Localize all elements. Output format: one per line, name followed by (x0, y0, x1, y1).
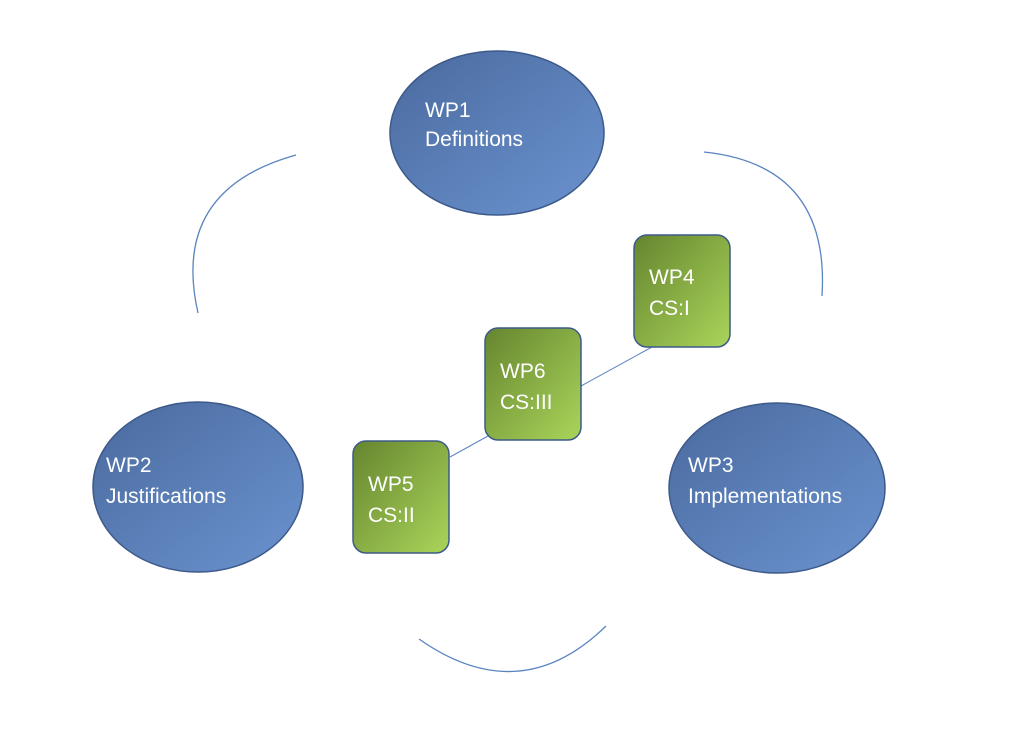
wp4-box (633, 234, 731, 348)
node-wp2[interactable]: WP2 Justifications (92, 401, 304, 573)
node-wp3[interactable]: WP3 Implementations (668, 402, 886, 574)
wp1-title: WP1 (425, 99, 471, 122)
wp6-subtitle: CS:III (500, 391, 553, 414)
wp4-title: WP4 (649, 266, 695, 289)
cycle-arc-top-left (192, 154, 297, 314)
wp3-subtitle: Implementations (688, 485, 842, 508)
wp5-title: WP5 (368, 473, 414, 496)
wp2-title: WP2 (106, 454, 152, 477)
wp5-box (352, 440, 450, 554)
cycle-arc-bottom (418, 625, 607, 673)
wp3-title: WP3 (688, 454, 734, 477)
wp2-ellipse (92, 401, 304, 573)
wp2-subtitle: Justifications (106, 485, 226, 508)
node-wp1[interactable]: WP1 Definitions (389, 50, 605, 216)
wp1-ellipse (389, 50, 605, 216)
connector-wp4-wp6 (580, 346, 653, 387)
wp6-box (484, 327, 582, 441)
connector-wp6-wp5 (449, 435, 489, 458)
cycle-arc-top-right (703, 151, 824, 297)
wp6-title: WP6 (500, 360, 546, 383)
wp5-subtitle: CS:II (368, 504, 415, 527)
node-wp4[interactable]: WP4 CS:I (633, 234, 731, 348)
node-wp5[interactable]: WP5 CS:II (352, 440, 450, 554)
wp4-subtitle: CS:I (649, 297, 690, 320)
wp3-ellipse (668, 402, 886, 574)
wp1-subtitle: Definitions (425, 128, 523, 151)
node-wp6[interactable]: WP6 CS:III (484, 327, 582, 441)
